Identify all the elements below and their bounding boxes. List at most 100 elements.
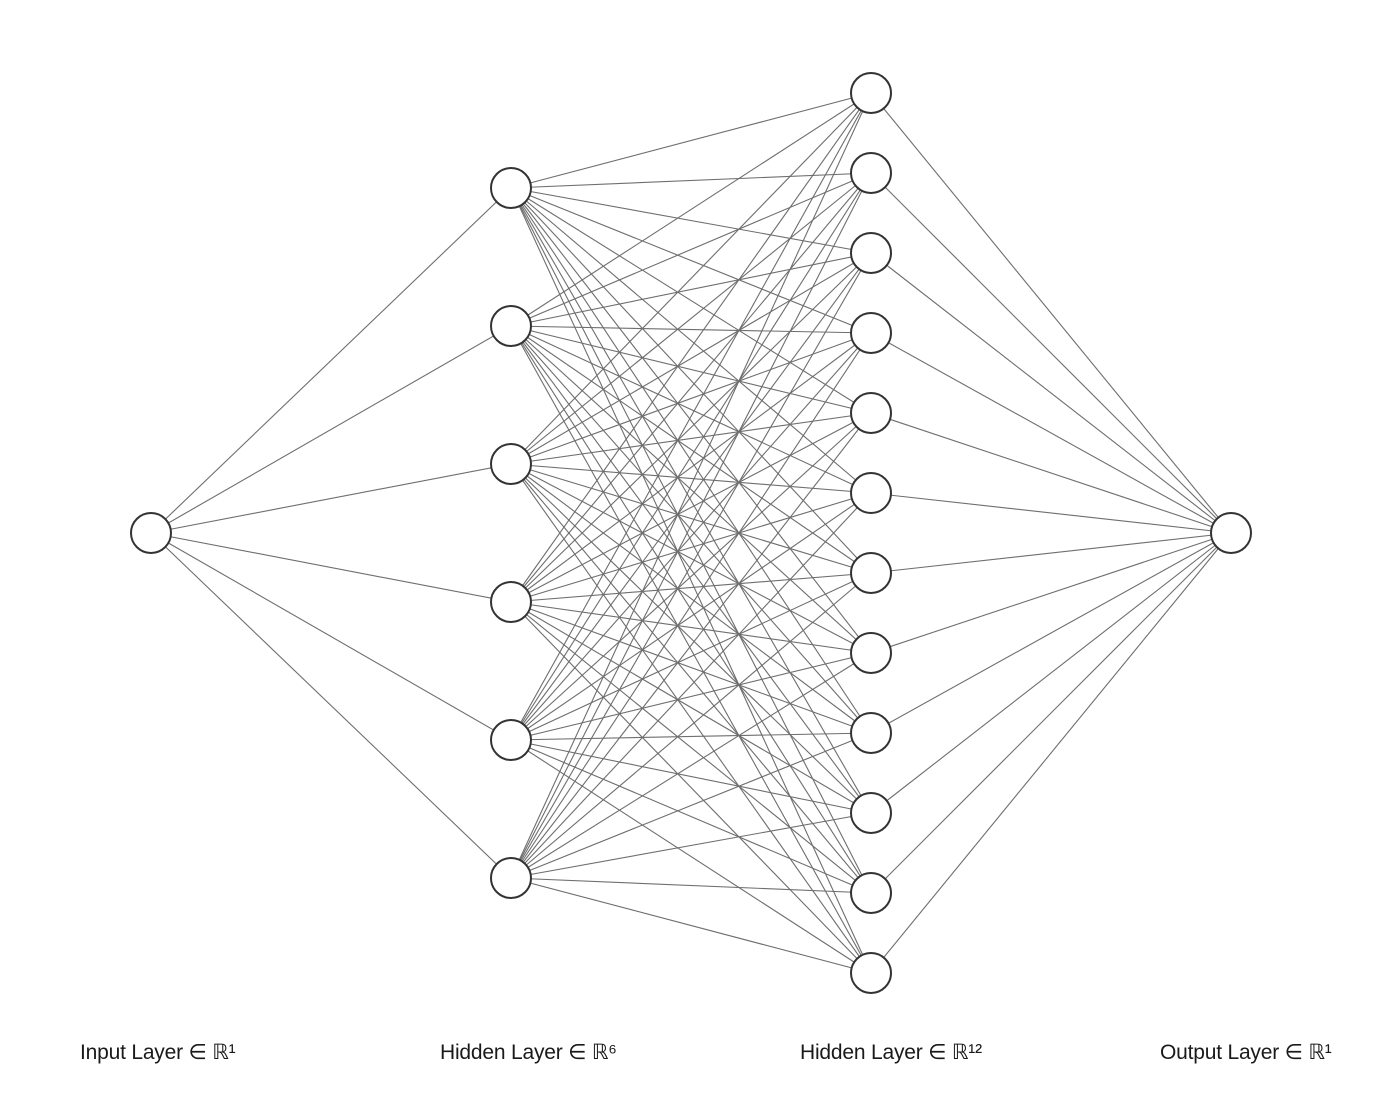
hidden-1-node-1 <box>490 167 532 209</box>
neurons <box>130 72 1252 994</box>
edge-hidden-1-3-to-hidden-2-2 <box>510 172 872 465</box>
edge-hidden-1-5-to-hidden-2-12 <box>510 739 872 974</box>
output-layer-label: Output Layer ∈ ℝ¹ <box>1160 1041 1332 1064</box>
hidden-2-node-11 <box>850 872 892 914</box>
edge-hidden-1-1-to-hidden-2-1 <box>510 92 872 189</box>
hidden-2-node-3 <box>850 232 892 274</box>
hidden-1-node-5 <box>490 719 532 761</box>
edge-hidden-2-7-to-output-1 <box>870 532 1232 574</box>
edge-hidden-1-3-to-hidden-2-5 <box>510 412 872 465</box>
edge-hidden-1-4-to-hidden-2-11 <box>510 601 872 894</box>
edge-hidden-1-2-to-hidden-2-1 <box>510 92 872 327</box>
edge-hidden-1-4-to-hidden-2-3 <box>510 252 872 603</box>
edge-input-1-to-hidden-1-6 <box>150 532 512 879</box>
edge-hidden-1-6-to-hidden-2-3 <box>510 252 872 879</box>
hidden-2-node-7 <box>850 552 892 594</box>
edge-hidden-1-6-to-hidden-2-6 <box>510 492 872 879</box>
edge-hidden-2-11-to-output-1 <box>870 532 1232 894</box>
edge-hidden-1-6-to-hidden-2-4 <box>510 332 872 879</box>
edge-hidden-1-5-to-hidden-2-2 <box>510 172 872 741</box>
hidden-2-node-8 <box>850 632 892 674</box>
edge-hidden-1-6-to-hidden-2-11 <box>510 877 872 894</box>
hidden-2-node-4 <box>850 312 892 354</box>
hidden-1-node-4 <box>490 581 532 623</box>
edge-hidden-1-3-to-hidden-2-8 <box>510 463 872 654</box>
edge-hidden-2-8-to-output-1 <box>870 532 1232 654</box>
connections <box>150 92 1232 974</box>
edge-hidden-1-6-to-hidden-2-9 <box>510 732 872 879</box>
edge-hidden-1-1-to-hidden-2-10 <box>510 187 872 814</box>
hidden-layer-2-label: Hidden Layer ∈ ℝ¹² <box>800 1041 982 1064</box>
edge-hidden-1-2-to-hidden-2-12 <box>510 325 872 974</box>
edge-hidden-2-5-to-output-1 <box>870 412 1232 534</box>
hidden-1-node-3 <box>490 443 532 485</box>
edge-hidden-1-6-to-hidden-2-7 <box>510 572 872 879</box>
edge-hidden-1-2-to-hidden-2-9 <box>510 325 872 734</box>
edge-hidden-1-1-to-hidden-2-8 <box>510 187 872 654</box>
edge-hidden-2-10-to-output-1 <box>870 532 1232 814</box>
edge-hidden-1-4-to-hidden-2-8 <box>510 601 872 654</box>
edge-hidden-1-4-to-hidden-2-5 <box>510 412 872 603</box>
edge-hidden-1-5-to-hidden-2-5 <box>510 412 872 741</box>
edge-hidden-2-9-to-output-1 <box>870 532 1232 734</box>
edge-hidden-1-1-to-hidden-2-12 <box>510 187 872 974</box>
edge-hidden-1-4-to-hidden-2-12 <box>510 601 872 974</box>
edge-hidden-1-3-to-hidden-2-11 <box>510 463 872 894</box>
input-node-1 <box>130 512 172 554</box>
output-node-1 <box>1210 512 1252 554</box>
edge-hidden-1-4-to-hidden-2-1 <box>510 92 872 603</box>
edge-input-1-to-hidden-1-2 <box>150 325 512 534</box>
edge-hidden-1-6-to-hidden-2-8 <box>510 652 872 879</box>
edge-hidden-1-5-to-hidden-2-10 <box>510 739 872 814</box>
hidden-layer-1-label: Hidden Layer ∈ ℝ⁶ <box>440 1041 617 1064</box>
edge-hidden-1-2-to-hidden-2-11 <box>510 325 872 894</box>
edge-hidden-1-2-to-hidden-2-4 <box>510 325 872 334</box>
edge-hidden-1-2-to-hidden-2-5 <box>510 325 872 414</box>
edge-hidden-2-4-to-output-1 <box>870 332 1232 534</box>
edge-hidden-1-1-to-hidden-2-5 <box>510 187 872 414</box>
edge-hidden-1-2-to-hidden-2-6 <box>510 325 872 494</box>
hidden-2-node-2 <box>850 152 892 194</box>
edge-hidden-1-3-to-hidden-2-7 <box>510 463 872 574</box>
edge-hidden-1-3-to-hidden-2-6 <box>510 463 872 494</box>
edge-hidden-1-3-to-hidden-2-12 <box>510 463 872 974</box>
edge-hidden-1-4-to-hidden-2-2 <box>510 172 872 603</box>
edge-hidden-1-4-to-hidden-2-7 <box>510 572 872 603</box>
edge-hidden-2-1-to-output-1 <box>870 92 1232 534</box>
hidden-1-node-6 <box>490 857 532 899</box>
edge-hidden-1-5-to-hidden-2-9 <box>510 732 872 741</box>
edge-hidden-1-2-to-hidden-2-10 <box>510 325 872 814</box>
edge-hidden-1-5-to-hidden-2-4 <box>510 332 872 741</box>
edge-hidden-1-5-to-hidden-2-11 <box>510 739 872 894</box>
edge-hidden-1-6-to-hidden-2-12 <box>510 877 872 974</box>
edge-hidden-1-3-to-hidden-2-1 <box>510 92 872 465</box>
edge-hidden-1-1-to-hidden-2-7 <box>510 187 872 574</box>
edge-hidden-2-12-to-output-1 <box>870 532 1232 974</box>
edge-hidden-1-5-to-hidden-2-3 <box>510 252 872 741</box>
hidden-1-node-2 <box>490 305 532 347</box>
edge-hidden-1-2-to-hidden-2-8 <box>510 325 872 654</box>
edge-hidden-1-2-to-hidden-2-3 <box>510 252 872 327</box>
edge-input-1-to-hidden-1-5 <box>150 532 512 741</box>
edge-hidden-2-6-to-output-1 <box>870 492 1232 534</box>
hidden-2-node-12 <box>850 952 892 994</box>
edge-hidden-1-1-to-hidden-2-2 <box>510 172 872 189</box>
hidden-2-node-9 <box>850 712 892 754</box>
edge-hidden-1-2-to-hidden-2-2 <box>510 172 872 327</box>
hidden-2-node-5 <box>850 392 892 434</box>
edge-hidden-1-5-to-hidden-2-7 <box>510 572 872 741</box>
edge-hidden-1-4-to-hidden-2-6 <box>510 492 872 603</box>
edge-hidden-1-1-to-hidden-2-11 <box>510 187 872 894</box>
edge-hidden-1-6-to-hidden-2-5 <box>510 412 872 879</box>
edge-hidden-1-3-to-hidden-2-10 <box>510 463 872 814</box>
edge-hidden-1-5-to-hidden-2-8 <box>510 652 872 741</box>
edge-hidden-1-1-to-hidden-2-3 <box>510 187 872 254</box>
hidden-2-node-1 <box>850 72 892 114</box>
edge-hidden-1-6-to-hidden-2-1 <box>510 92 872 879</box>
edge-input-1-to-hidden-1-3 <box>150 463 512 534</box>
hidden-2-node-6 <box>850 472 892 514</box>
edge-hidden-1-1-to-hidden-2-6 <box>510 187 872 494</box>
edge-hidden-1-2-to-hidden-2-7 <box>510 325 872 574</box>
edge-hidden-1-4-to-hidden-2-9 <box>510 601 872 734</box>
